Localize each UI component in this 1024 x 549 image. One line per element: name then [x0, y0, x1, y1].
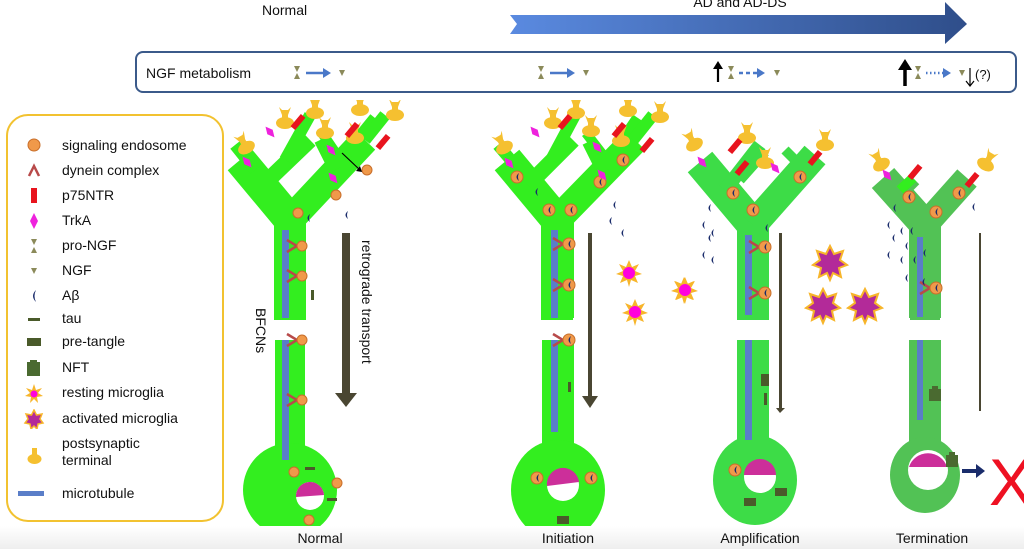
stage-label-normal: Normal	[297, 530, 343, 546]
resting-microglia	[616, 260, 642, 287]
legend-label: dynein complex	[62, 162, 160, 178]
microtubule-icon	[18, 491, 44, 496]
pro-ngf-icon	[31, 239, 37, 253]
pre-tangle-icon	[27, 338, 41, 346]
legend-label: activated microglia	[62, 410, 178, 426]
stage-label-amplification: Amplification	[720, 530, 800, 546]
ngf-icon	[774, 70, 780, 76]
conversion-arrow-icon	[323, 68, 331, 78]
activated-microglia	[847, 288, 883, 324]
legend-label: Aβ	[62, 287, 80, 303]
resting-microglia	[622, 299, 648, 326]
legend-label: NFT	[62, 359, 90, 375]
ngf-stage-initiation	[538, 66, 589, 79]
legend-label: NGF	[62, 262, 92, 278]
uncertain-mark: (?)	[975, 67, 991, 82]
tau-icon	[28, 318, 40, 321]
legend-label: TrkA	[62, 212, 92, 228]
footer-band	[0, 526, 1024, 549]
legend-label: resting microglia	[62, 384, 164, 400]
postsynaptic-terminal-icon	[27, 448, 42, 464]
ngf-icon	[959, 70, 965, 76]
neuron-initiation	[488, 100, 669, 530]
neuron-normal	[227, 100, 404, 530]
legend-item: p75NTR	[8, 186, 226, 206]
ngf-icon	[339, 70, 345, 76]
pro-ngf-icon	[915, 66, 921, 79]
resting-microglia-icon	[25, 384, 43, 403]
legend-label: microtubule	[62, 485, 135, 501]
legend-item: resting microglia	[8, 383, 226, 403]
legend-item: TrkA	[8, 211, 226, 231]
retrograde-transport-arrow-termination	[979, 233, 981, 411]
normal-header-label: Normal	[262, 2, 308, 18]
ngf-metabolism-stages: (?)	[294, 59, 991, 87]
legend-label: tau	[62, 310, 82, 326]
p75ntr-icon	[31, 188, 37, 203]
amyloid-beta-icon	[33, 290, 36, 302]
legend-item: NGF	[8, 261, 226, 281]
retrograde-transport-arrow-amplification	[779, 233, 782, 411]
legend-item: microtubule	[8, 484, 226, 504]
legend-item: postsynaptic terminal	[8, 434, 226, 476]
stage-label-termination: Termination	[895, 530, 969, 546]
nft-icon	[27, 360, 40, 376]
ngf-metabolism-label: NGF metabolism	[146, 65, 252, 81]
neuron-amplification	[678, 122, 834, 525]
legend-item: tau	[8, 309, 226, 329]
trka-icon	[30, 213, 38, 229]
legend-item: activated microglia	[8, 409, 226, 429]
neuron-diagram: retrograde transport BFCNs	[227, 100, 1024, 530]
legend-label: pro-NGF	[62, 237, 117, 253]
ad-header-label: AD and AD-DS	[693, 0, 787, 10]
ngf-icon	[31, 268, 37, 274]
arrow-right-icon	[976, 464, 985, 478]
signaling-endosome-icon	[27, 138, 41, 152]
retrograde-transport-label: retrograde transport	[359, 240, 375, 364]
legend-panel: signaling endosome dynein complex p75NTR…	[6, 114, 224, 522]
legend-item: Aβ	[8, 286, 226, 306]
conversion-arrow-icon	[567, 68, 575, 78]
legend-item: NFT	[8, 358, 226, 378]
legend-item: pro-NGF	[8, 236, 226, 256]
retrograde-transport-arrow	[335, 233, 357, 407]
legend-label: postsynaptic terminal	[62, 435, 140, 468]
legend-item: signaling endosome	[8, 136, 226, 156]
legend-label: signaling endosome	[62, 137, 187, 153]
death-x-mark: X	[989, 445, 1024, 519]
retrograde-transport-arrow-initiation	[588, 233, 592, 398]
conversion-arrow-icon	[943, 68, 951, 78]
ngf-metabolism-panel	[135, 51, 1017, 93]
activated-microglia	[812, 245, 848, 281]
activated-microglia	[805, 288, 841, 324]
pro-ngf-icon	[538, 66, 544, 79]
resting-microglia	[672, 277, 698, 304]
legend-item: dynein complex	[8, 161, 226, 181]
ngf-icon	[583, 70, 589, 76]
pro-ngf-icon	[728, 66, 734, 79]
stage-label-initiation: Initiation	[541, 530, 595, 546]
neuron-termination	[865, 146, 1002, 513]
dynein-complex-icon	[27, 163, 41, 177]
ngf-stage-amplification	[713, 61, 780, 82]
conversion-arrow-icon	[757, 68, 765, 78]
neuron-death-indicator: X	[962, 445, 1024, 519]
legend-label: pre-tangle	[62, 333, 126, 349]
ngf-stage-termination: (?)	[898, 59, 991, 87]
legend-label: p75NTR	[62, 187, 115, 203]
ngf-stage-normal	[294, 66, 345, 79]
ad-progression-arrow	[510, 2, 967, 44]
pro-ngf-icon	[294, 66, 300, 79]
legend-item: pre-tangle	[8, 332, 226, 352]
ad-arrow-shape	[510, 2, 967, 44]
activated-microglia-icon	[23, 409, 45, 429]
bfcn-label: BFCNs	[253, 308, 269, 353]
